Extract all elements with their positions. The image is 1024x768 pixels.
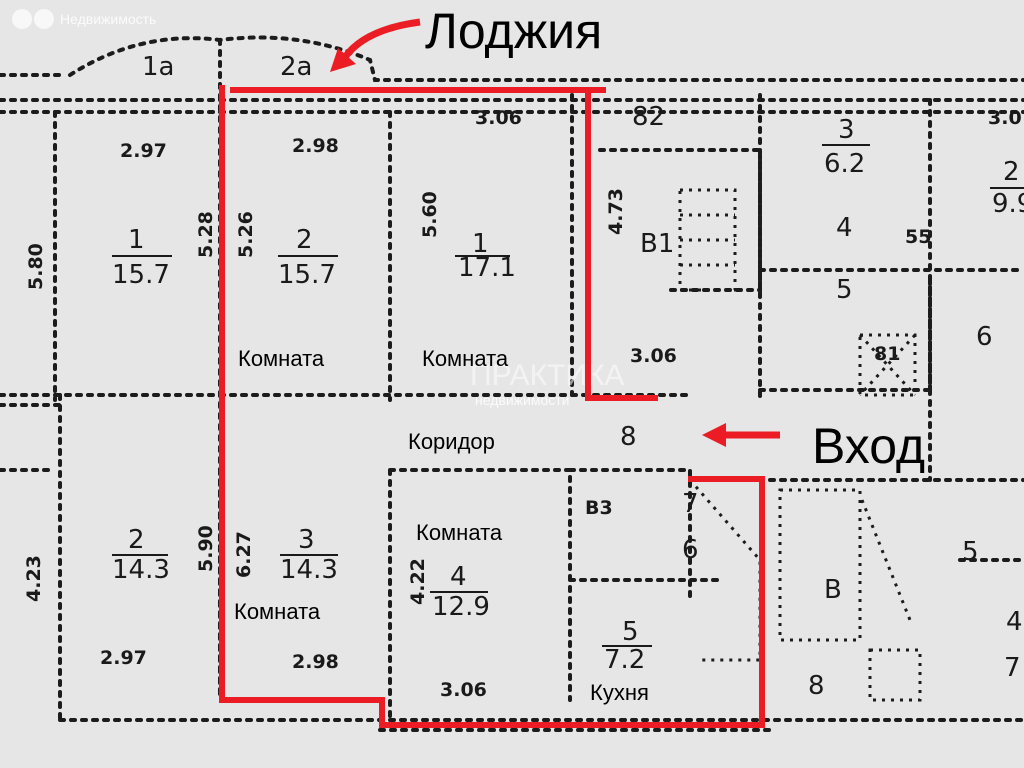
watermark-center-sub: недвижимости [475, 392, 569, 408]
corridor-label: Коридор [408, 429, 495, 454]
room-number: 8 [620, 422, 637, 452]
room-number: 2 [128, 525, 145, 555]
loggia-label: Лоджия [425, 3, 602, 59]
watermark-brand: Недвижимость [60, 11, 156, 27]
dim: 4.23 [23, 555, 45, 602]
brand-logo-icon [34, 9, 54, 29]
room-2a: 2а [280, 52, 312, 82]
room-number: 4 [450, 562, 467, 592]
room-area: 9.9 [992, 189, 1024, 219]
room-1a: 1а [142, 52, 174, 82]
kitchen-label: Кухня [590, 680, 649, 705]
dim: 4.73 [605, 188, 627, 235]
room-label: Комната [238, 346, 325, 371]
apartment-outline [219, 18, 780, 728]
room-label: Комната [234, 599, 321, 624]
room-number: 2 [296, 225, 313, 255]
brand-logo-icon [12, 9, 32, 29]
dim: 5.60 [419, 191, 441, 238]
room-7: 7 [682, 489, 699, 519]
room-number: 1 [472, 229, 489, 259]
room-number: 4 [1006, 607, 1023, 637]
room-area: 14.3 [112, 555, 170, 585]
dim: 2.98 [292, 135, 339, 157]
dim: 5.26 [235, 211, 257, 258]
room-label: Комната [416, 520, 503, 545]
room-area: 15.7 [112, 260, 170, 290]
watermark-center: ПРАКТИКА [470, 359, 624, 392]
dim: 5.80 [25, 243, 47, 290]
room-8: 8 [808, 671, 825, 701]
room-number: 3 [298, 525, 315, 555]
room-area: 17.1 [458, 253, 516, 283]
room-area: 6.2 [824, 149, 865, 179]
room-number: 2 [1003, 157, 1020, 187]
dim: 2.97 [100, 647, 147, 669]
room-82: 82 [632, 102, 665, 132]
room-label: Комната [422, 346, 509, 371]
entrance-label: Вход [812, 418, 925, 474]
room-55: 55 [905, 226, 931, 248]
room-number: 1 [128, 225, 145, 255]
room-6: 6 [682, 535, 699, 565]
dim: 3.06 [440, 679, 487, 701]
room-area: 7 [1004, 653, 1021, 683]
room-number: 5 [622, 617, 639, 647]
room-area: 7.2 [604, 645, 645, 675]
room-number: 3 [838, 115, 855, 145]
room-b3: В3 [585, 497, 613, 519]
room-b1: B1 [640, 229, 674, 259]
entrance-arrowhead-icon [702, 423, 726, 447]
dim: 5.90 [195, 525, 217, 572]
room-5: 5 [962, 537, 979, 567]
room-area: 14.3 [280, 555, 338, 585]
dim: 6.27 [233, 531, 255, 578]
room-4: 4 [836, 213, 853, 243]
dim: 2.97 [120, 140, 167, 162]
room-81: 81 [874, 343, 900, 365]
dim: 4.22 [407, 558, 429, 605]
room-area: 12.9 [432, 592, 490, 622]
room-b: B [824, 575, 842, 605]
dim: 2.98 [292, 651, 339, 673]
dim: 5.28 [195, 211, 217, 258]
room-labels: 1а 2а 82 2.97 5.80 5.28 1 15.7 2.98 5.26… [23, 52, 1024, 705]
loggia-arrowhead-icon [330, 48, 356, 72]
room-5: 5 [836, 275, 853, 305]
dim: 3.06 [475, 107, 522, 129]
dim: 3.06 [630, 345, 677, 367]
room-area: 15.7 [278, 260, 336, 290]
dim: 3.0 [988, 107, 1022, 129]
walls [0, 35, 1024, 732]
room-6: 6 [976, 322, 993, 352]
